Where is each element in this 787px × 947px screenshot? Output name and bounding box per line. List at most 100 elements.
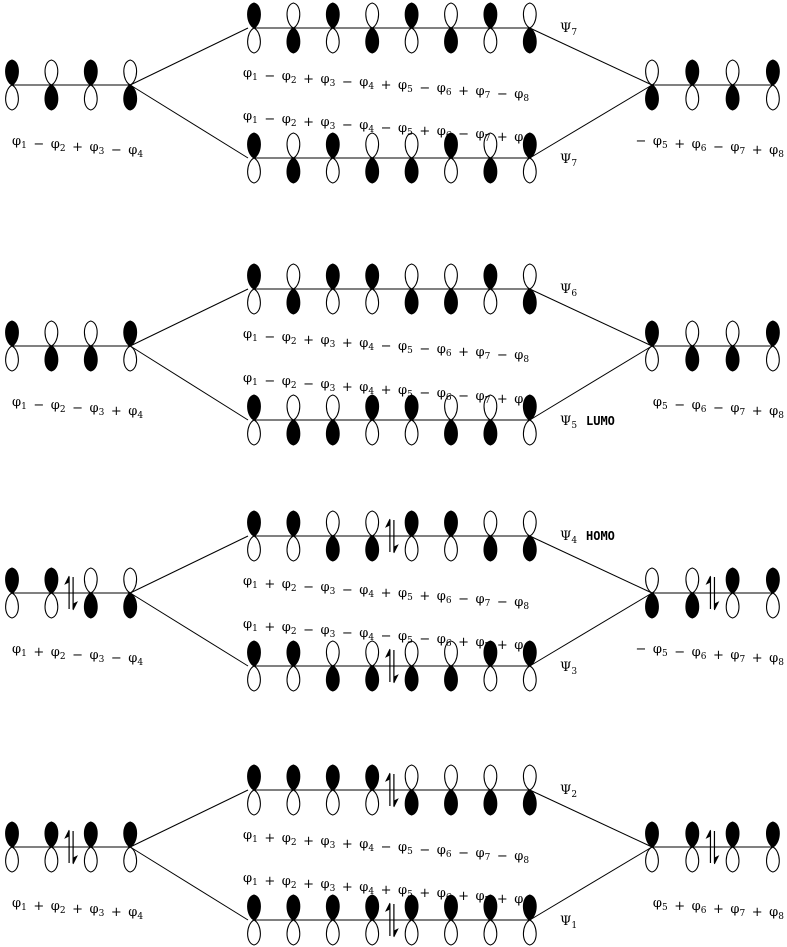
orbital-lobe-lower [765, 846, 780, 873]
orbital-lobe-upper [325, 263, 340, 290]
p-orbital-5 [404, 510, 419, 562]
p-orbital-7 [483, 394, 498, 446]
orbital-lobe-upper [286, 510, 301, 537]
orbital-lobe-lower [645, 345, 659, 372]
orbital-lobe-lower [247, 919, 261, 946]
orbital-lobe-upper [247, 764, 261, 791]
orbital-lobe-lower [325, 419, 340, 446]
p-orbital-7 [483, 894, 498, 946]
orbital-lobe-lower [365, 789, 380, 816]
orbital-lobe-lower [444, 288, 458, 315]
orbital-lobe-lower [365, 157, 380, 184]
orbital-lobe-lower [286, 27, 301, 54]
orbital-lobe-upper [725, 821, 740, 848]
orbital-lobe-lower [444, 157, 458, 184]
orbital-lobe-lower [247, 789, 261, 816]
orbital-lobe-upper [483, 510, 498, 537]
p-orbital-1 [645, 567, 659, 619]
p-orbital-8 [522, 132, 537, 184]
orbital-lobe-lower [5, 592, 19, 619]
p-orbital-6 [444, 764, 458, 816]
orbital-lobe-lower [286, 665, 301, 692]
upper-orbital-combination: φ1 + φ2 − φ3 − φ4 + φ5 + φ6 − φ7 − φ8 [243, 574, 529, 612]
p-orbital-4 [365, 640, 380, 692]
p-orbital-3 [325, 2, 340, 54]
orbital-lobe-lower [247, 288, 261, 315]
orbital-lobe-upper [444, 394, 458, 421]
orbital-lobe-upper [522, 2, 537, 29]
orbital-lobe-lower [325, 919, 340, 946]
p-orbital-3 [725, 320, 740, 372]
orbital-lobe-upper [325, 2, 340, 29]
p-orbital-2 [286, 263, 301, 315]
p-orbital-6 [444, 2, 458, 54]
orbital-lobe-lower [44, 592, 59, 619]
p-orbital-7 [483, 640, 498, 692]
lower-orbital-combination: φ1 + φ2 + φ3 + φ4 + φ5 + φ6 + φ7 + φ8 [243, 871, 529, 909]
orbital-lobe-upper [325, 132, 340, 159]
orbital-lobe-lower [123, 84, 138, 111]
orbital-lobe-upper [5, 320, 19, 347]
orbital-lobe-lower [83, 84, 98, 111]
orbital-lobe-lower [365, 535, 380, 562]
right-fragment: φ5 − φ6 − φ7 + φ8 [645, 320, 784, 421]
upper-orbital-label: Ψ7 [560, 21, 577, 38]
orbital-lobe-lower [444, 419, 458, 446]
p-orbital-1 [5, 59, 19, 111]
orbital-lobe-upper [404, 263, 419, 290]
lower-orbital-label: Ψ7 [560, 152, 577, 169]
p-orbital-1 [247, 640, 261, 692]
orbital-lobe-upper [404, 640, 419, 667]
p-orbital-3 [725, 59, 740, 111]
orbital-lobe-upper [5, 567, 19, 594]
orbital-lobe-lower [247, 27, 261, 54]
orbital-lobe-upper [483, 894, 498, 921]
orbital-lobe-upper [286, 394, 301, 421]
orbital-lobe-upper [44, 567, 59, 594]
orbital-lobe-lower [286, 535, 301, 562]
orbital-lobe-upper [522, 510, 537, 537]
orbital-lobe-lower [325, 27, 340, 54]
orbital-lobe-upper [765, 320, 780, 347]
p-orbital-1 [247, 894, 261, 946]
orbital-lobe-upper [365, 2, 380, 29]
p-orbital-2 [44, 320, 59, 372]
orbital-lobe-lower [483, 157, 498, 184]
p-orbital-8 [522, 263, 537, 315]
orbital-lobe-lower [483, 419, 498, 446]
orbital-lobe-upper [5, 59, 19, 86]
orbital-lobe-lower [44, 345, 59, 372]
p-orbital-8 [522, 2, 537, 54]
p-orbital-8 [522, 510, 537, 562]
orbital-lobe-upper [522, 640, 537, 667]
upper-orbital-label: Ψ6 [560, 282, 577, 299]
left-fragment-combination: φ1 + φ2 − φ3 − φ4 [12, 642, 143, 668]
p-orbital-1 [5, 821, 19, 873]
p-orbital-3 [325, 640, 340, 692]
orbital-lobe-upper [325, 764, 340, 791]
p-orbital-2 [44, 567, 59, 619]
orbital-lobe-upper [123, 320, 138, 347]
orbital-lobe-lower [325, 665, 340, 692]
orbital-lobe-upper [325, 640, 340, 667]
p-orbital-6 [444, 394, 458, 446]
orbital-lobe-lower [365, 27, 380, 54]
orbital-lobe-lower [5, 846, 19, 873]
p-orbital-2 [685, 821, 700, 873]
p-orbital-1 [247, 132, 261, 184]
lower-orbital-label: Ψ5 [560, 414, 577, 431]
p-orbital-3 [83, 821, 98, 873]
correlation-line [129, 592, 249, 667]
orbital-lobe-upper [645, 821, 659, 848]
p-orbital-5 [404, 263, 419, 315]
p-orbital-7 [483, 263, 498, 315]
correlation-line [529, 535, 653, 594]
p-orbital-3 [725, 821, 740, 873]
correlation-line [129, 27, 249, 86]
orbital-lobe-lower [483, 665, 498, 692]
p-orbital-1 [645, 821, 659, 873]
orbital-lobe-lower [44, 846, 59, 873]
